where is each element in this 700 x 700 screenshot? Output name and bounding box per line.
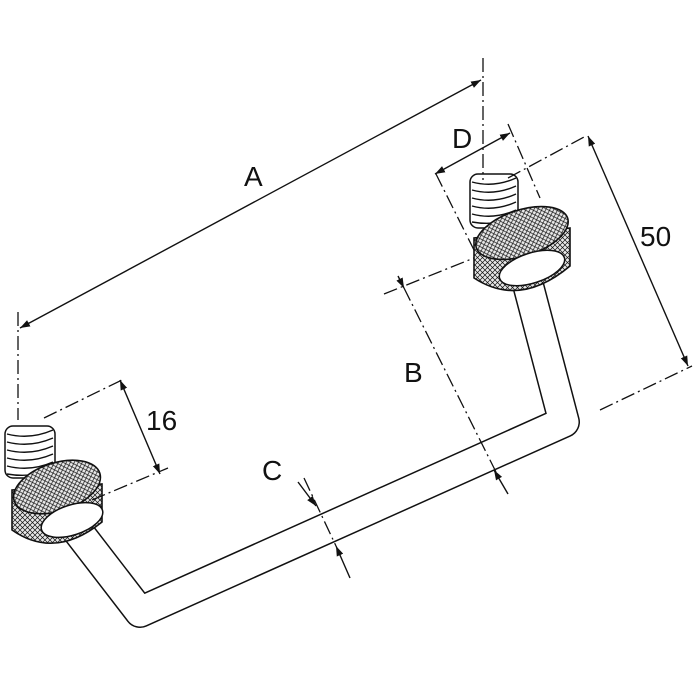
label-a: A [244, 161, 263, 192]
handle-tube [47, 261, 580, 628]
dimension-16 [43, 379, 169, 501]
label-d: D [452, 123, 472, 154]
left-knurled-nut [11, 459, 104, 545]
label-c: C [262, 455, 282, 486]
dimension-b [383, 257, 509, 495]
right-knurled-nut [473, 205, 571, 292]
dimension-50 [507, 135, 693, 411]
dimension-c [297, 477, 351, 579]
dimension-d [434, 123, 541, 251]
left-thread [4, 425, 56, 479]
label-50: 50 [640, 221, 671, 252]
label-16: 16 [146, 405, 177, 436]
label-b: B [404, 357, 423, 388]
